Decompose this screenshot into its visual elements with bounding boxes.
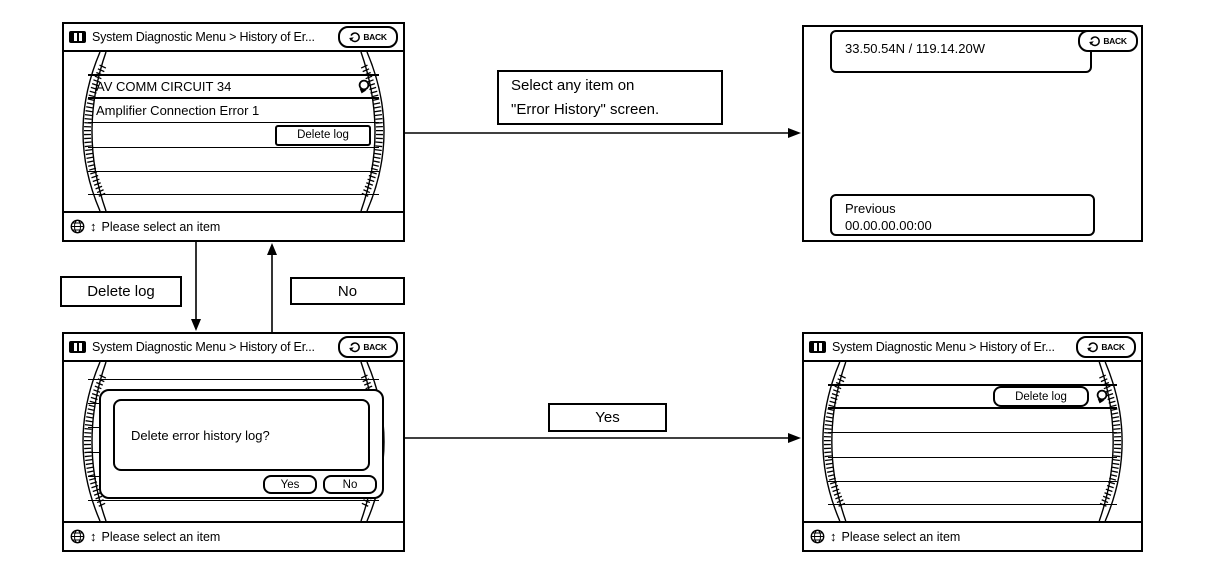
globe-icon [70, 529, 85, 544]
back-label: BACK [1101, 342, 1125, 352]
after-delete-screen: System Diagnostic Menu > History of Er..… [802, 332, 1143, 552]
error-list: Delete log [828, 384, 1117, 505]
previous-label: Previous [845, 201, 896, 216]
status-message: Please select an item [101, 529, 221, 544]
previous-box: Previous 00.00.00.00:00 [830, 194, 1095, 236]
empty-row [88, 148, 379, 172]
selected-row: Delete log [828, 384, 1117, 409]
disc-icon [809, 341, 826, 353]
rotate-icon [1096, 389, 1108, 404]
arrow-up-head [267, 243, 277, 255]
arrow-bottom-head [788, 433, 801, 443]
back-button[interactable]: BACK [338, 336, 398, 358]
coordinates-box: 33.50.54N / 119.14.20W [830, 30, 1092, 73]
disc-icon [69, 31, 86, 43]
back-label: BACK [1103, 36, 1127, 46]
updown-arrow-icon: ↕ [90, 219, 97, 234]
updown-arrow-icon: ↕ [830, 529, 837, 544]
rotate-icon [358, 79, 370, 94]
error-item-label: AV COMM CIRCUIT 34 [96, 79, 232, 94]
status-bar: ↕ Please select an item [64, 521, 403, 550]
error-history-screen: System Diagnostic Menu > History of Er..… [62, 22, 405, 242]
back-arrow-icon [349, 342, 361, 353]
back-button[interactable]: BACK [338, 26, 398, 48]
error-item-label: Amplifier Connection Error 1 [96, 103, 260, 118]
screen-title: System Diagnostic Menu > History of Er..… [832, 340, 1055, 354]
arrow-top-head [788, 128, 801, 138]
delete-confirm-dialog: Delete error history log? Yes No [99, 389, 384, 499]
empty-row [828, 458, 1117, 482]
status-bar: ↕ Please select an item [64, 211, 403, 240]
screen-content: AV COMM CIRCUIT 34 Amplifier Connection … [64, 52, 403, 211]
updown-arrow-icon: ↕ [90, 529, 97, 544]
title-bar: System Diagnostic Menu > History of Er..… [64, 24, 403, 52]
select-any-item-line2: "Error History" screen. [511, 100, 660, 118]
empty-row [828, 433, 1117, 458]
empty-row [828, 482, 1117, 505]
back-label: BACK [363, 32, 387, 42]
empty-row [828, 409, 1117, 433]
globe-icon [70, 219, 85, 234]
back-arrow-icon [349, 32, 361, 43]
status-message: Please select an item [101, 219, 221, 234]
globe-icon [810, 529, 825, 544]
back-arrow-icon [1089, 36, 1101, 47]
back-button[interactable]: BACK [1076, 336, 1136, 358]
yes-button[interactable]: Yes [263, 475, 317, 494]
error-item[interactable]: Amplifier Connection Error 1 [88, 99, 379, 123]
back-arrow-icon [1087, 342, 1099, 353]
arrow-down-head [191, 319, 201, 331]
empty-row [88, 477, 379, 501]
error-list: AV COMM CIRCUIT 34 Amplifier Connection … [88, 74, 379, 195]
delete-log-row: Delete log [88, 123, 379, 148]
back-button[interactable]: BACK [1078, 30, 1138, 52]
no-button[interactable]: No [323, 475, 377, 494]
coordinates-value: 33.50.54N / 119.14.20W [845, 41, 985, 56]
previous-value: 00.00.00.00:00 [845, 218, 932, 233]
status-bar: ↕ Please select an item [804, 521, 1141, 550]
dialog-message: Delete error history log? [131, 427, 270, 443]
screen-title: System Diagnostic Menu > History of Er..… [92, 340, 315, 354]
screen-content: Delete error history log? Yes No [64, 362, 403, 521]
dialog-message-box: Delete error history log? [113, 399, 370, 471]
empty-row [88, 172, 379, 195]
delete-log-flow-label: Delete log [60, 276, 182, 307]
delete-log-button[interactable]: Delete log [993, 386, 1089, 407]
title-bar: System Diagnostic Menu > History of Er..… [64, 334, 403, 362]
no-flow-label: No [290, 277, 405, 305]
delete-confirm-screen: System Diagnostic Menu > History of Er..… [62, 332, 405, 552]
screen-content: Delete log [804, 362, 1141, 521]
title-bar: System Diagnostic Menu > History of Er..… [804, 334, 1141, 362]
error-detail-screen: 33.50.54N / 119.14.20W BACK Previous 00.… [802, 25, 1143, 242]
screen-title: System Diagnostic Menu > History of Er..… [92, 30, 315, 44]
status-message: Please select an item [841, 529, 961, 544]
back-label: BACK [363, 342, 387, 352]
disc-icon [69, 341, 86, 353]
yes-flow-label: Yes [548, 403, 667, 432]
select-any-item-label: Select any item on "Error History" scree… [497, 70, 723, 125]
error-item-selected[interactable]: AV COMM CIRCUIT 34 [88, 74, 379, 99]
select-any-item-line1: Select any item on [511, 76, 635, 94]
delete-log-button[interactable]: Delete log [275, 124, 371, 146]
